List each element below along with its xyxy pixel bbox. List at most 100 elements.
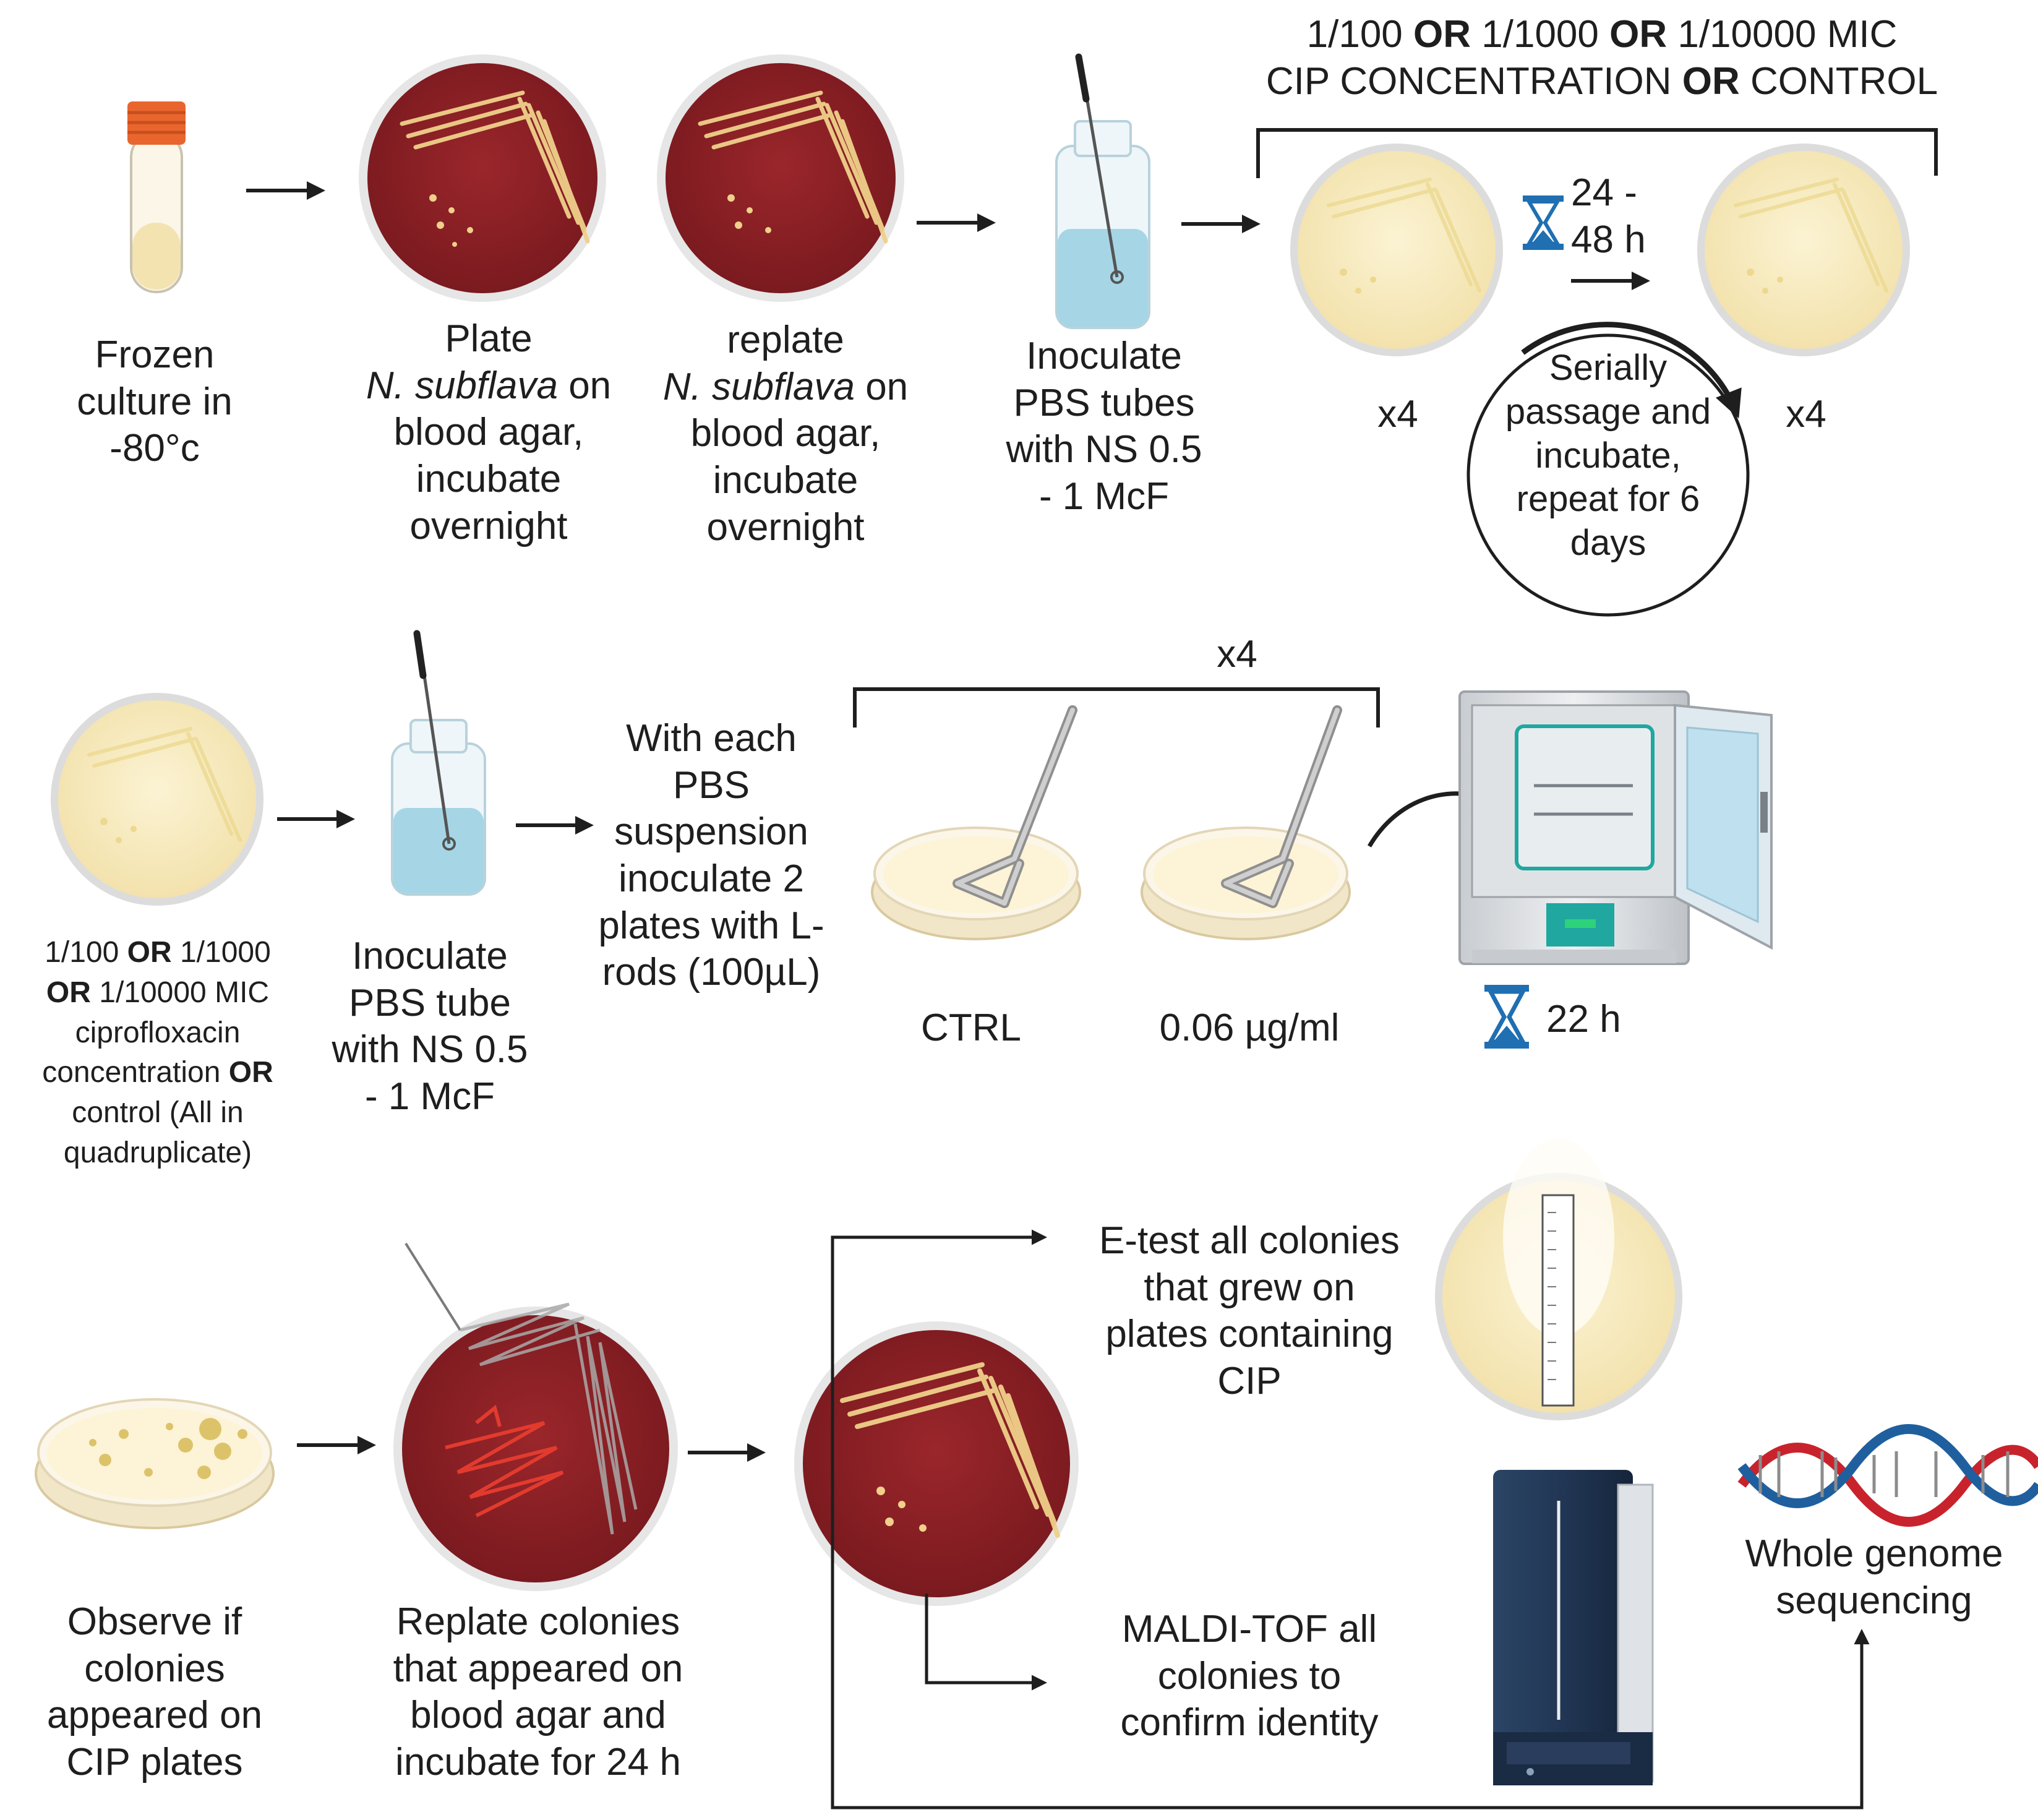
header-line-1: 1/100 OR 1/1000 OR 1/10000 MIC	[1212, 11, 1992, 58]
pbs-bottle-icon	[391, 630, 486, 896]
header-line-2: CIP CONCENTRATION OR CONTROL	[1212, 58, 1992, 105]
etest-line-2: that grew on	[1144, 1266, 1355, 1309]
inoculate2-line-4: - 1 McF	[364, 1075, 495, 1118]
plate-line-2-rest: on	[557, 364, 612, 407]
etest-line-3: plates containing	[1105, 1313, 1394, 1356]
inoculate-line-4: - 1 McF	[1038, 474, 1170, 518]
petri-dish-with-l-rod-icon	[871, 705, 1081, 940]
time-text: 22 h	[1546, 998, 1621, 1041]
lrod-line-1: With each	[626, 717, 797, 760]
mic-line-4: concentration OR	[12, 1053, 303, 1093]
species-name: N. subflava	[662, 365, 855, 408]
inoculate-line-2: PBS tubes	[1013, 381, 1195, 424]
cycle-line-5: days	[1570, 523, 1646, 563]
header-part: 1/100	[1306, 13, 1414, 56]
incubation-time-label: 24 - 48 h	[1571, 170, 1658, 263]
header-part: 1/1000	[1471, 13, 1610, 56]
cip-plate-label: 0.06 µg/ml	[1113, 1005, 1385, 1052]
connector-wgs	[831, 1527, 1870, 1809]
frozen-line-3: -80°c	[109, 427, 200, 470]
frozen-tube-icon	[127, 101, 186, 293]
blood-agar-plate-icon	[657, 54, 904, 302]
etest-plate-icon	[1435, 1138, 1682, 1420]
blood-agar-plate-icon	[359, 54, 606, 302]
observe-line-2: colonies	[84, 1647, 225, 1690]
conc-text: 0.06 µg/ml	[1159, 1007, 1340, 1049]
cycle-line-2: passage and	[1505, 391, 1711, 432]
header-or: OR	[1682, 59, 1740, 103]
lrod-line-5: plates with L-	[598, 904, 824, 947]
mic-part: 1/10000 MIC	[90, 976, 270, 1009]
species-name: N. subflava	[366, 364, 558, 407]
mic-line-6: quadruplicate)	[63, 1136, 252, 1169]
time-line-2: 48 h	[1571, 218, 1646, 261]
replate-line-2-rest: on	[854, 365, 909, 408]
etest-step-label: E-test all colonies that grew on plates …	[1051, 1217, 1447, 1405]
incubator-icon	[1458, 690, 1773, 965]
petri-dish-with-l-rod-icon	[1141, 705, 1351, 940]
wgs-line-1: Whole genome	[1745, 1532, 2003, 1575]
replate-colonies-line-4: incubate for 24 h	[395, 1740, 681, 1784]
plate-line-2: N. subflava on	[334, 363, 643, 410]
x4-text: x4	[1377, 393, 1418, 436]
time-line-1: 24 -	[1571, 171, 1637, 214]
maldi-tof-instrument-icon	[1493, 1470, 1654, 1785]
streak-plate-icon	[393, 1242, 678, 1591]
plate-step-label: Plate N. subflava on blood agar, incubat…	[334, 315, 643, 549]
connector-etest	[831, 1229, 1047, 1527]
etest-line-1: E-test all colonies	[1099, 1219, 1400, 1262]
inoculate2-line-1: Inoculate	[352, 935, 508, 977]
replate-colonies-line-2: that appeared on	[393, 1647, 683, 1690]
header-or: OR	[1413, 13, 1471, 56]
header-part: 1/10000 MIC	[1667, 13, 1898, 56]
header-or: OR	[1609, 13, 1668, 56]
cycle-line-3: incubate,	[1535, 435, 1681, 476]
replicate-count-right: x4	[1757, 391, 1856, 438]
mic-part: 1/100	[45, 936, 127, 969]
etest-line-4: CIP	[1217, 1359, 1282, 1402]
lrod-line-3: suspension	[614, 810, 808, 854]
inoculate2-line-2: PBS tube	[349, 981, 511, 1024]
mic-part: concentration	[42, 1056, 229, 1089]
inoculate-line-1: Inoculate	[1026, 335, 1182, 377]
mic-line-3: ciprofloxacin	[75, 1016, 241, 1049]
lrod-line-6: rods (100µL)	[602, 951, 821, 994]
hourglass-icon	[1523, 195, 1564, 250]
cream-agar-plate-icon	[1290, 144, 1503, 356]
frozen-line-1: Frozen	[95, 333, 215, 376]
lrod-line-4: inoculate 2	[619, 857, 804, 900]
plate-line-4: incubate	[416, 457, 562, 500]
replicate-count-left: x4	[1348, 391, 1447, 438]
cream-agar-plate-icon	[1697, 144, 1910, 356]
replate-colonies-line-1: Replate colonies	[396, 1600, 680, 1643]
replate-colonies-line-3: blood agar and	[410, 1694, 666, 1737]
maldi-line-1: MALDI-TOF all	[1121, 1608, 1377, 1650]
inoculate2-line-3: with NS 0.5	[332, 1028, 528, 1071]
plate-line-3: blood agar,	[393, 411, 584, 454]
blood-agar-plate-icon	[794, 1321, 1079, 1606]
bracket	[1256, 128, 1938, 178]
lrod-line-2: PBS	[672, 763, 750, 807]
replate-line-1: replate	[727, 319, 844, 361]
mic-or: OR	[46, 976, 91, 1009]
wgs-step-label: Whole genome sequencing	[1707, 1530, 2038, 1624]
inoculate-tubes-label: Inoculate PBS tubes with NS 0.5 - 1 McF	[983, 333, 1225, 520]
mic-or: OR	[127, 936, 172, 969]
observe-line-3: appeared on	[46, 1694, 263, 1737]
header-part: CIP CONCENTRATION	[1265, 59, 1682, 103]
cycle-line-4: repeat for 6	[1516, 479, 1700, 520]
wgs-line-2: sequencing	[1776, 1579, 1972, 1622]
plate-line-5: overnight	[409, 504, 568, 547]
mic-part: 1/1000	[171, 936, 271, 969]
ctrl-text: CTRL	[921, 1007, 1021, 1049]
cycle-line-1: Serially	[1549, 348, 1668, 388]
mic-plate-label: 1/100 OR 1/1000 OR 1/10000 MIC ciproflox…	[12, 933, 303, 1174]
colony-dish-icon	[35, 1398, 275, 1529]
frozen-culture-label: Frozen culture in -80°c	[49, 332, 260, 472]
concentration-header: 1/100 OR 1/1000 OR 1/10000 MIC CIP CONCE…	[1212, 11, 1992, 105]
mic-or: OR	[228, 1056, 273, 1089]
replate-colonies-label: Replate colonies that appeared on blood …	[346, 1599, 730, 1786]
hourglass-icon	[1484, 985, 1529, 1049]
mic-line-5: control (All in	[72, 1096, 244, 1130]
